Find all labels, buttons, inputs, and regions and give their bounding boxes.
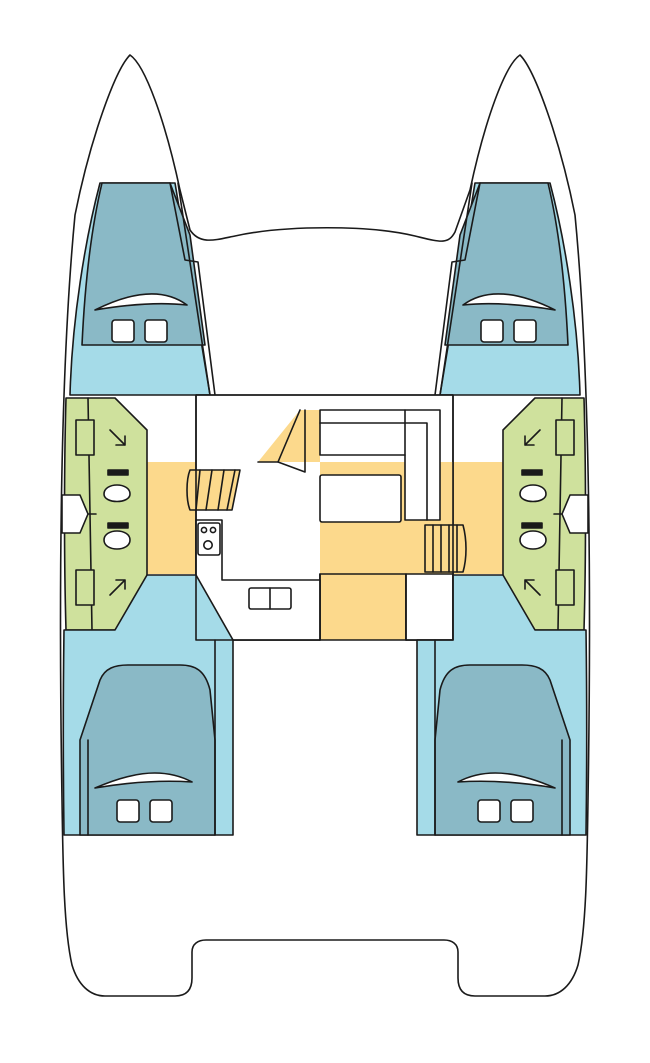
- starboard-aft-pillow: [457, 772, 556, 789]
- starboard-forward-hatch-1: [480, 319, 504, 343]
- port-toilet-2: [103, 530, 131, 550]
- starboard-sink-1: [555, 419, 575, 456]
- port-steps: [186, 469, 241, 511]
- port-forward-hatch-1: [111, 319, 135, 343]
- starboard-forward-pillow: [462, 293, 556, 311]
- starboard-aft-hatch-2: [510, 799, 534, 823]
- stove-burner-2: [209, 526, 217, 534]
- port-aft-hatch-1: [116, 799, 140, 823]
- chart-table: [405, 573, 454, 641]
- starboard-toilet-2: [519, 530, 547, 550]
- starboard-steps: [424, 524, 467, 573]
- port-forward-hatch-2: [144, 319, 168, 343]
- stove-burner-1: [200, 526, 208, 534]
- port-aft-hatch-2: [149, 799, 173, 823]
- starboard-toilet-1: [519, 484, 547, 503]
- port-toilet-1: [103, 484, 131, 503]
- starboard-forward-hatch-2: [513, 319, 537, 343]
- port-sink-1: [75, 419, 95, 456]
- stove-burner-3: [203, 539, 214, 550]
- port-forward-cabin-bed: [81, 182, 206, 346]
- port-aft-cabin-bed: [79, 664, 216, 836]
- starboard-aft-hatch-1: [477, 799, 501, 823]
- starboard-aft-cabin-bed: [434, 664, 571, 836]
- dinette-sofa: [319, 409, 441, 521]
- port-sink-2: [75, 569, 95, 606]
- dinette-table: [319, 474, 402, 523]
- port-aft-pillow: [94, 772, 193, 789]
- port-forward-pillow: [94, 293, 188, 311]
- stove: [197, 522, 221, 556]
- starboard-sink-2: [555, 569, 575, 606]
